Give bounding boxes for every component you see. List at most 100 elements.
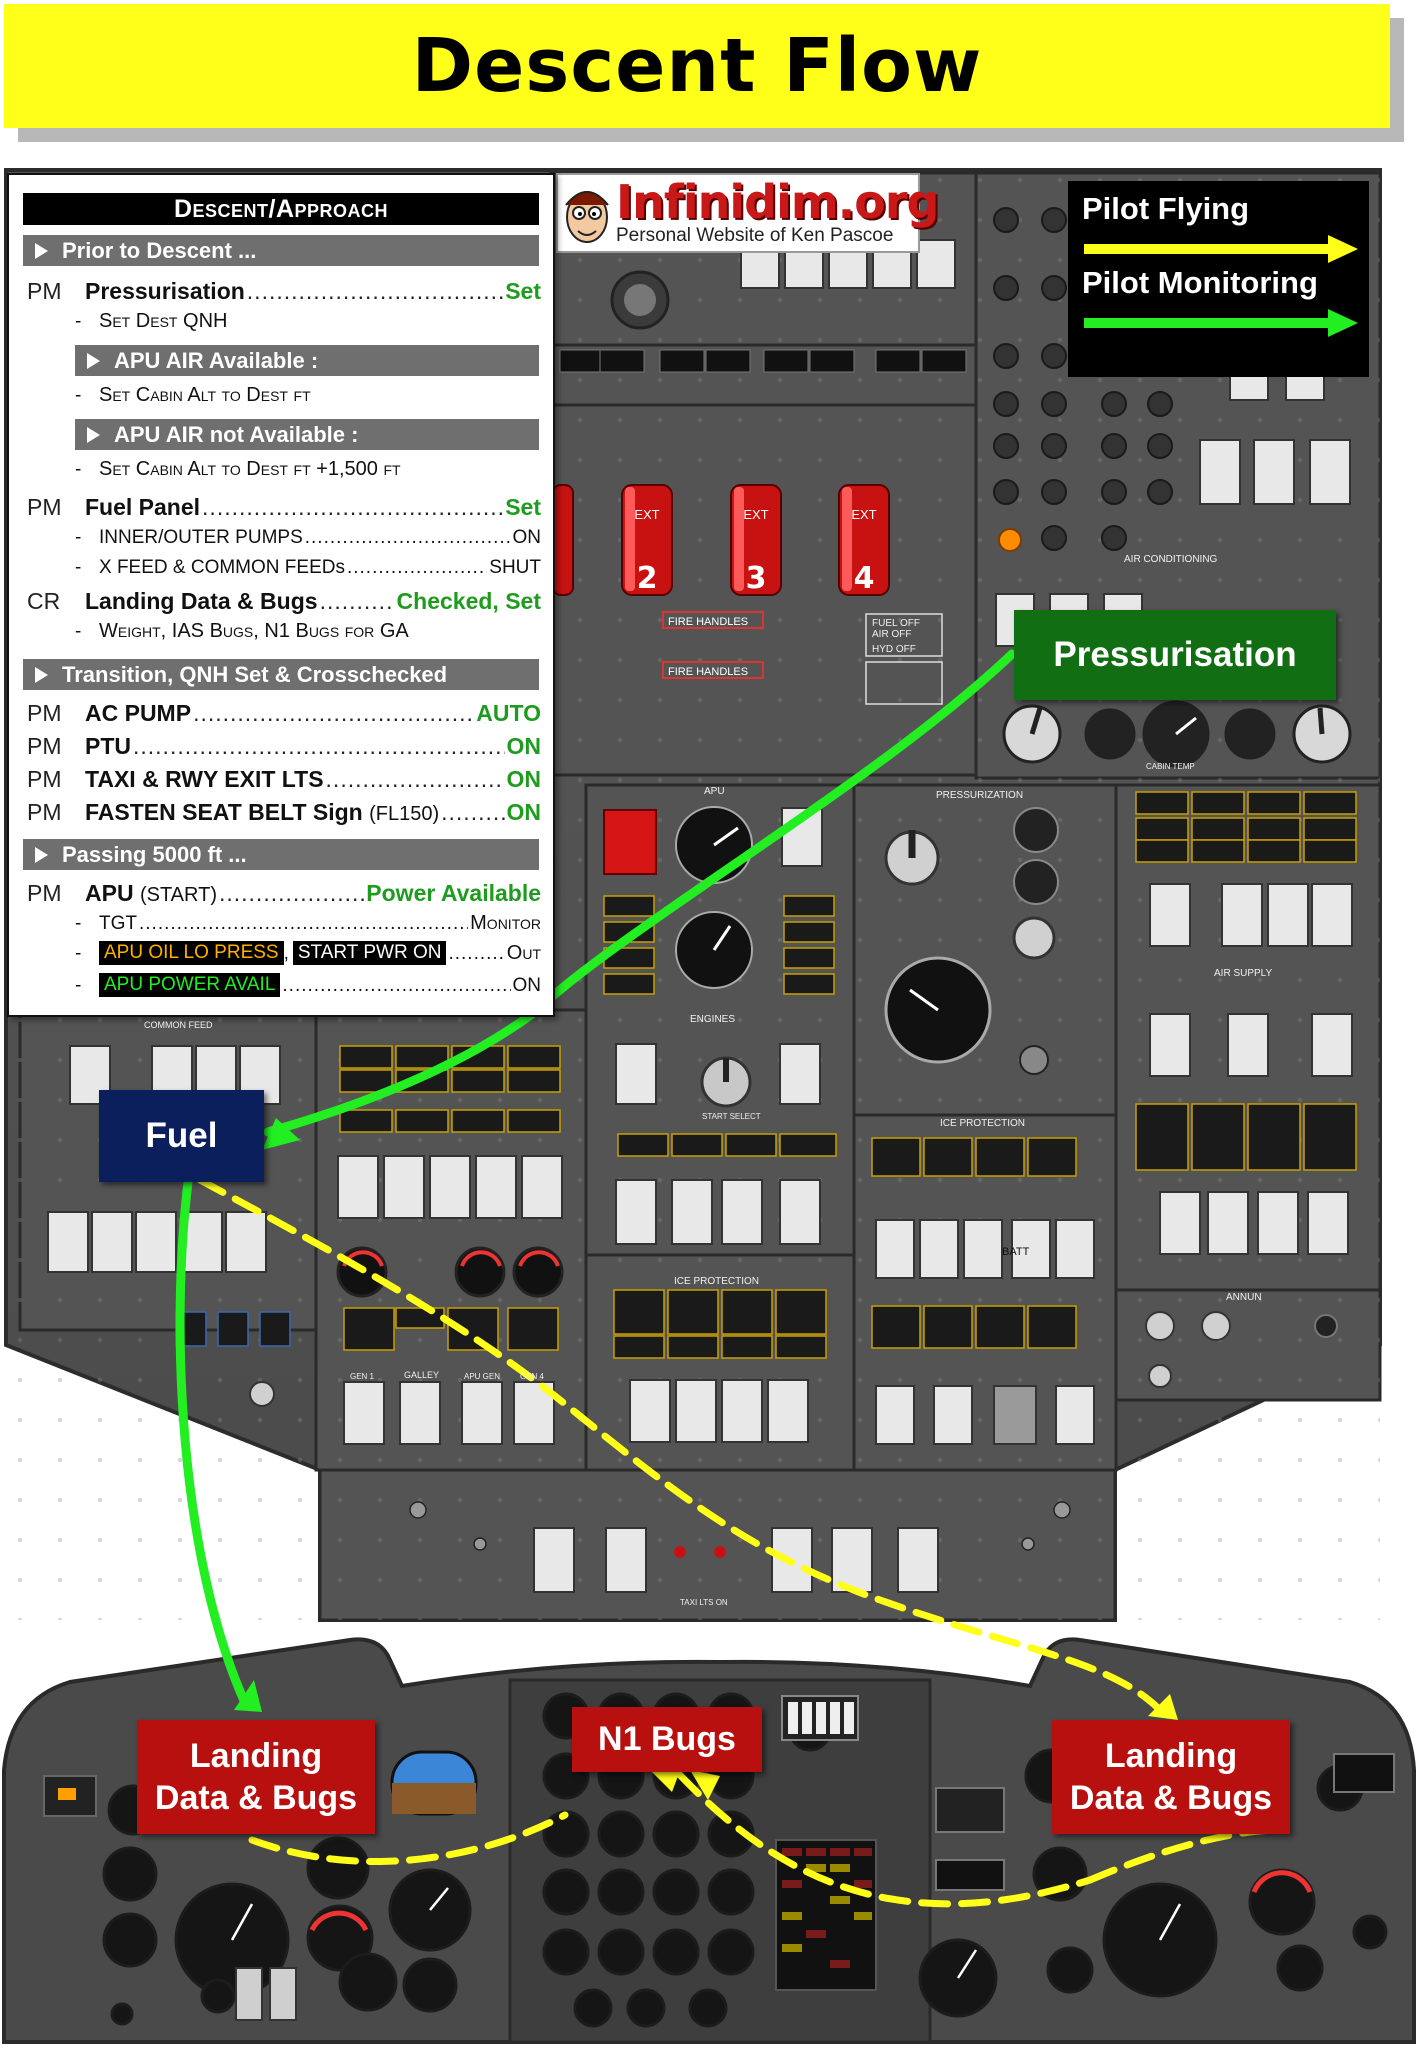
- leader-dots: [305, 527, 511, 549]
- sub-text: Set Cabin Alt to Dest ft: [99, 384, 311, 406]
- leader-dots: [320, 588, 395, 615]
- sub-set-cabin-alt-plus: -Set Cabin Alt to Dest ft +1,500 ft: [75, 458, 401, 480]
- item-fasten-seat: PM FASTEN SEAT BELT Sign (FL150) ON: [27, 796, 541, 826]
- section-apu-air-not-available: APU AIR not Available :: [75, 419, 539, 450]
- section-passing-5000: Passing 5000 ft ...: [23, 839, 539, 870]
- svg-text:4: 4: [854, 561, 875, 596]
- legend-pilot-flying-label: Pilot Flying: [1082, 191, 1250, 226]
- title-banner: Descent Flow: [4, 4, 1390, 128]
- leader-dots: [139, 913, 468, 935]
- svg-text:2: 2: [637, 561, 658, 596]
- triangle-bullet-icon: [87, 426, 100, 443]
- sub-text: Set Dest QNH: [99, 310, 228, 332]
- item-pressurisation: PM Pressurisation Set: [27, 275, 541, 305]
- sub-value: SHUT: [489, 557, 541, 578]
- legend-yellow-arrowhead: [1328, 235, 1358, 263]
- infinidim-logo: Infinidim.org Personal Website of Ken Pa…: [556, 173, 939, 253]
- item-ac-pump: PM AC PUMP AUTO: [27, 697, 541, 727]
- callout-fuel: Fuel: [99, 1090, 264, 1182]
- callout-n1-bugs: N1 Bugs: [572, 1707, 762, 1772]
- item-name: Landing Data & Bugs: [85, 588, 318, 614]
- sub-value: Monitor: [470, 912, 541, 934]
- item-value: Power Available: [366, 880, 541, 906]
- item-value: Checked, Set: [396, 588, 541, 614]
- sub-text: INNER/OUTER PUMPS: [99, 527, 303, 548]
- section-transition: Transition, QNH Set & Crosschecked: [23, 659, 539, 690]
- leader-dots: [448, 943, 504, 965]
- svg-text:EXT: EXT: [851, 507, 876, 522]
- svg-text:EXT: EXT: [634, 507, 659, 522]
- leader-dots: [219, 880, 364, 907]
- sub-weight-bugs: -Weight, IAS Bugs, N1 Bugs for GA: [75, 620, 409, 642]
- section-prior-to-descent: Prior to Descent ...: [23, 235, 539, 266]
- sub-apu-power: - APU POWER AVAIL ON: [75, 971, 541, 997]
- sub-value: ON: [512, 975, 542, 996]
- page-title: Descent Flow: [411, 23, 983, 109]
- triangle-bullet-icon: [87, 352, 100, 369]
- item-value: Set: [505, 278, 541, 304]
- item-name: TAXI & RWY EXIT LTS: [85, 766, 324, 792]
- callout-line1: Landing: [189, 1737, 323, 1775]
- flow-legend: Pilot Flying Pilot Monitoring: [1068, 181, 1369, 377]
- section-label: Passing 5000 ft ...: [62, 841, 247, 867]
- annunciator-apu-oil-lo-press: APU OIL LO PRESS: [99, 941, 284, 965]
- leader-dots: [347, 557, 487, 579]
- callout-label: N1 Bugs: [598, 1720, 736, 1758]
- section-label: APU AIR not Available :: [114, 421, 359, 447]
- flow-left-to-n1: [248, 1811, 569, 1866]
- item-name: Fuel Panel: [85, 494, 201, 520]
- sub-set-cabin-alt: -Set Cabin Alt to Dest ft: [75, 384, 311, 406]
- apu-fire-handle: [603, 809, 657, 875]
- sub-value: Out: [506, 942, 541, 964]
- triangle-bullet-icon: [35, 242, 48, 259]
- callout-line2: Data & Bugs: [154, 1779, 358, 1817]
- callout-label: Pressurisation: [1053, 635, 1297, 674]
- svg-text:3: 3: [746, 561, 767, 596]
- section-apu-air-available: APU AIR Available :: [75, 345, 539, 376]
- annunciator-apu-power-avail: APU POWER AVAIL: [99, 973, 281, 997]
- item-landing-data: CR Landing Data & Bugs Checked, Set: [27, 585, 541, 615]
- callout-line2: Data & Bugs: [1069, 1779, 1273, 1817]
- section-label: Prior to Descent ...: [62, 237, 257, 263]
- crew-role: PM: [27, 278, 62, 304]
- item-value: ON: [506, 799, 542, 825]
- flow-to-fuel: [263, 1007, 540, 1137]
- crew-role: PM: [27, 700, 62, 726]
- flow-fuel-to-landing-right: [196, 1176, 1164, 1714]
- callout-line1: Landing: [1104, 1737, 1238, 1775]
- triangle-bullet-icon: [35, 666, 48, 683]
- descent-approach-checklist: Descent/Approach Prior to Descent ... PM…: [7, 173, 555, 1017]
- flow-press-to-checklist: [530, 649, 1017, 1017]
- item-name: AC PUMP: [85, 700, 192, 726]
- sub-tgt: -TGT Monitor: [75, 909, 541, 935]
- item-ptu: PM PTU ON: [27, 730, 541, 760]
- item-name: APU (START): [85, 880, 217, 907]
- sub-inner-outer-pumps: -INNER/OUTER PUMPS ON: [75, 523, 541, 549]
- sub-text: Set Cabin Alt to Dest ft +1,500 ft: [99, 458, 401, 480]
- sub-text: X FEED & COMMON FEEDs: [99, 557, 345, 578]
- callout-label: Fuel: [145, 1116, 218, 1155]
- cartoon-face-icon: [565, 191, 609, 243]
- logo-title: Infinidim.org: [616, 175, 939, 229]
- svg-text:EXT: EXT: [743, 507, 768, 522]
- item-qualifier: (START): [139, 884, 217, 906]
- flow-n1-to-right: [676, 1771, 1094, 1908]
- item-name: Pressurisation: [85, 278, 245, 304]
- fire-handles: 2 3 4 EXT EXT EXT: [552, 484, 943, 705]
- item-value: AUTO: [476, 700, 541, 726]
- item-value: Set: [505, 494, 541, 520]
- crew-role: PM: [27, 733, 62, 759]
- section-label: Transition, QNH Set & Crosschecked: [62, 661, 448, 687]
- sub-value: ON: [512, 527, 542, 548]
- leader-dots: [202, 494, 503, 521]
- item-name-text: APU: [85, 880, 134, 906]
- section-label: APU AIR Available :: [114, 347, 319, 373]
- leader-dots: [193, 700, 474, 727]
- sub-text: TGT: [99, 913, 137, 934]
- crew-role: PM: [27, 766, 62, 792]
- crew-role: PM: [27, 494, 62, 520]
- flow-fuel-to-landing-left: [175, 1177, 251, 1710]
- logo-subtitle: Personal Website of Ken Pascoe: [616, 225, 894, 246]
- legend-pilot-monitoring-label: Pilot Monitoring: [1082, 265, 1318, 300]
